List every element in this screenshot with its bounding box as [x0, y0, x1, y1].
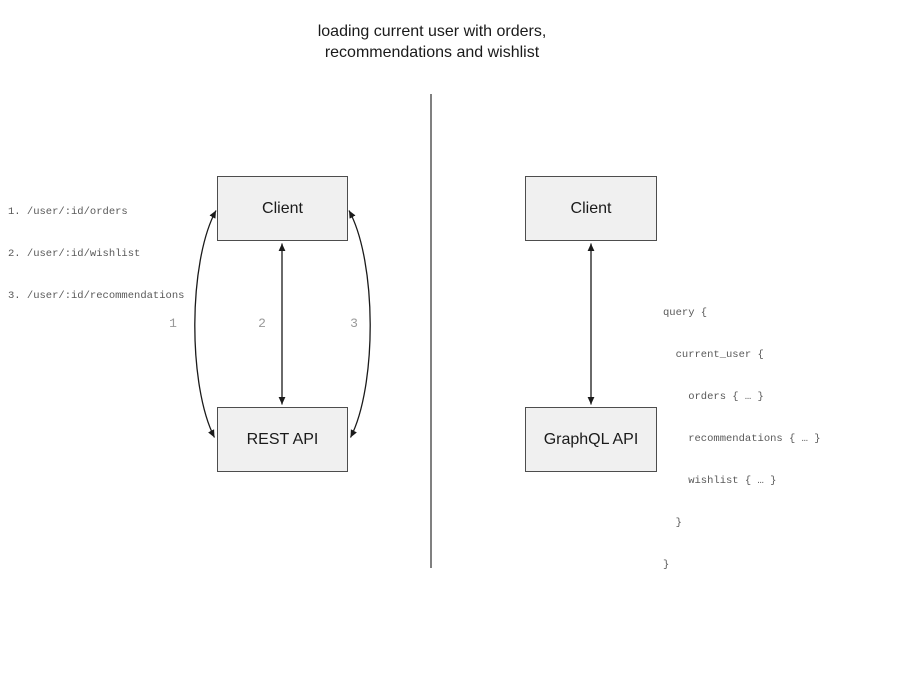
diagram-title-line2: recommendations and wishlist	[324, 44, 540, 61]
arrow-label-1: 1	[169, 316, 177, 331]
query-line: recommendations { … }	[663, 433, 821, 445]
query-line: }	[663, 517, 682, 529]
rest-endpoint-wishlist: 2. /user/:id/wishlist	[8, 248, 141, 260]
rest-api-box-label: REST API	[246, 430, 319, 448]
query-line: current_user {	[663, 349, 764, 361]
client-box-left-label: Client	[262, 199, 303, 217]
rest-endpoint-orders: 1. /user/:id/orders	[8, 206, 128, 218]
rest-endpoints-list: 1. /user/:id/orders 2. /user/:id/wishlis…	[8, 177, 184, 331]
vertical-divider	[430, 94, 432, 568]
rest-endpoint-recommendations: 3. /user/:id/recommendations	[8, 290, 185, 302]
query-line: }	[663, 559, 670, 571]
graphql-api-box-label: GraphQL API	[543, 430, 639, 448]
diagram-title-line1: loading current user with orders,	[317, 23, 547, 40]
client-box-right: Client	[525, 176, 657, 241]
client-box-left: Client	[217, 176, 348, 241]
graphql-api-box: GraphQL API	[525, 407, 657, 472]
arrow-label-2: 2	[258, 316, 266, 331]
rest-api-box: REST API	[217, 407, 348, 472]
query-line: orders { … }	[663, 391, 764, 403]
graphql-query-snippet: query { current_user { orders { … } reco…	[663, 278, 821, 600]
query-line: query {	[663, 307, 708, 319]
query-line: wishlist { … }	[663, 475, 777, 487]
diagram-title: loading current user with orders, recomm…	[182, 21, 682, 63]
arrow-label-3: 3	[350, 316, 358, 331]
client-box-right-label: Client	[570, 199, 612, 217]
rest-arrow-1-curve	[194, 210, 217, 438]
